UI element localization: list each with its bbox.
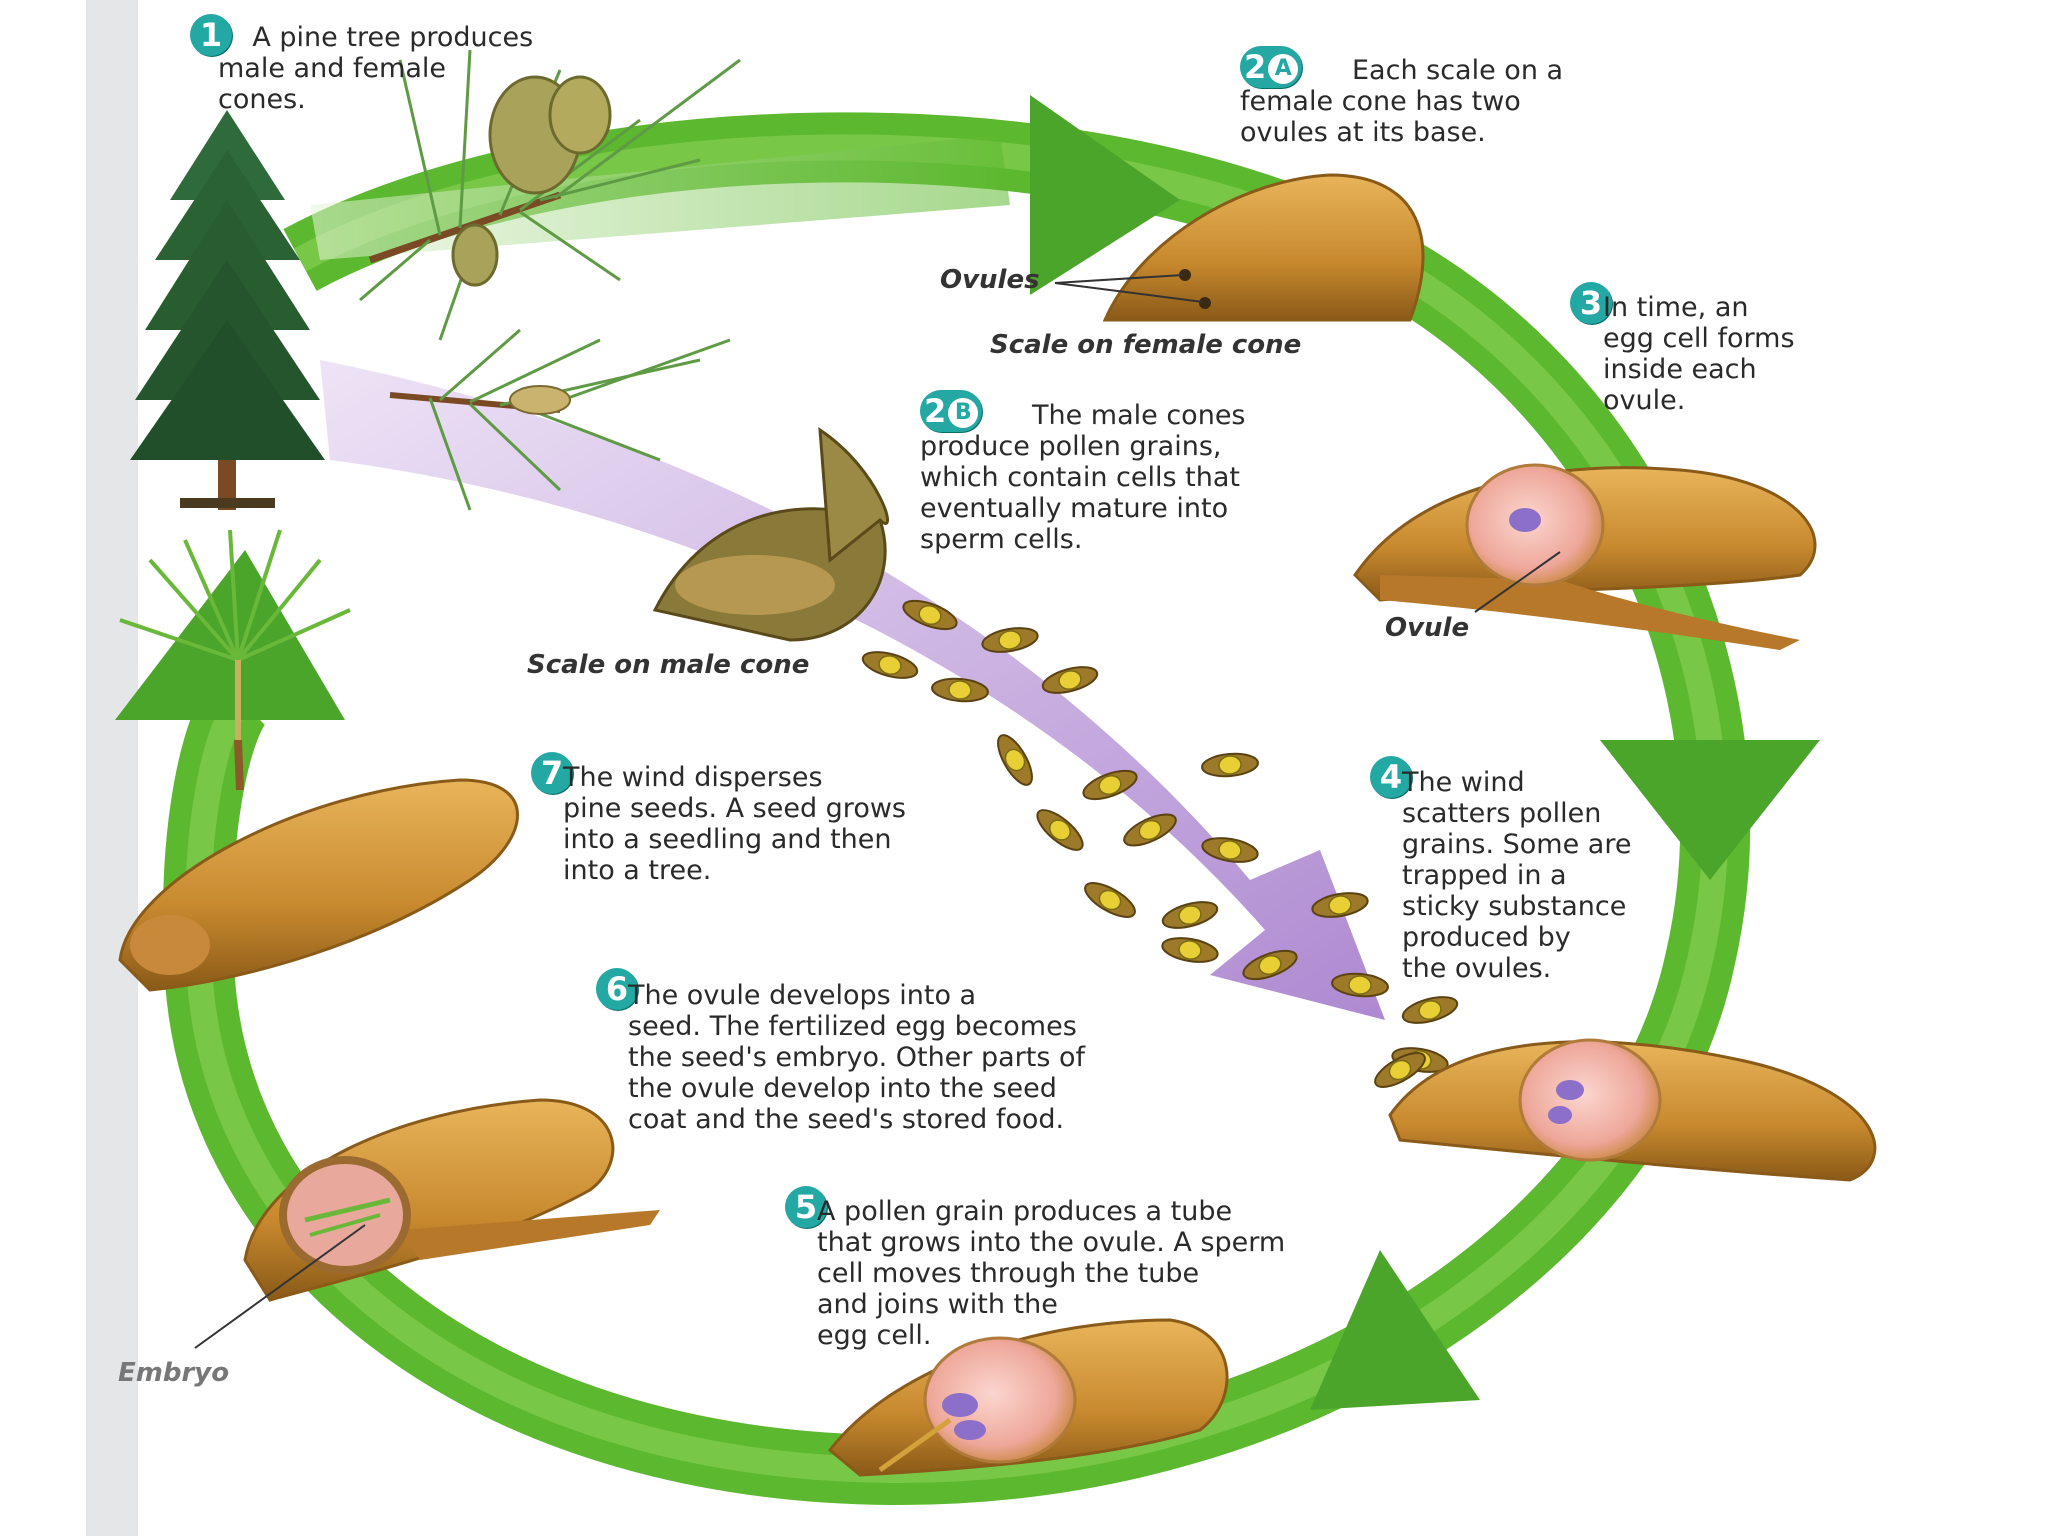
pollen-grain	[1041, 666, 1099, 694]
pollen-grain	[1036, 809, 1084, 851]
pollen-grain	[1331, 972, 1389, 998]
seedling	[119, 529, 351, 791]
pollen-grain	[931, 677, 989, 703]
label-ovule: Ovule	[1385, 613, 1470, 643]
pollen-grain	[1401, 996, 1459, 1024]
pollen-grains	[861, 599, 1459, 1088]
step-3-text: In time, an egg cell forms inside each o…	[1603, 292, 1795, 416]
pollen-grain	[981, 627, 1039, 653]
arrow-head-left	[115, 550, 345, 720]
pine-tree	[130, 110, 325, 510]
ovules-leader-1	[1054, 274, 1184, 284]
step-1-indent	[218, 22, 252, 53]
step-2a-text: Each scale on a female cone has two ovul…	[1240, 55, 1564, 148]
page-gutter-shadow	[86, 0, 138, 1536]
male-cone-scale	[652, 427, 889, 642]
step-1-text: A pine tree produces male and female con…	[218, 22, 534, 115]
label-female-scale: Scale on female cone	[990, 330, 1302, 360]
arrow-head-right	[1600, 740, 1820, 880]
step-1-badge: 1	[190, 14, 232, 56]
arrow-head-bottom	[1310, 1250, 1480, 1410]
step-4-text: The wind scatters pollen grains. Some ar…	[1402, 767, 1632, 984]
step-2b-text: The male cones produce pollen grains, wh…	[920, 400, 1246, 555]
pollen-grain	[1201, 752, 1259, 778]
scale-with-pollen-tube	[827, 1318, 1229, 1477]
step-3-badge: 3	[1570, 282, 1612, 324]
step-7-badge: 7	[531, 752, 573, 794]
female-cone-scale	[1102, 173, 1425, 322]
female-cone-branch	[359, 49, 741, 341]
scale-with-egg	[1353, 463, 1817, 650]
step-6-text: The ovule develops into a seed. The fert…	[628, 980, 1086, 1135]
pollen-grain	[1374, 1052, 1426, 1088]
arrow-head-top	[1030, 95, 1180, 295]
pollen-grain	[1161, 937, 1219, 963]
pollen-grain	[1161, 901, 1219, 929]
pollen-grain	[1082, 769, 1138, 801]
pollen-grain	[902, 599, 958, 631]
pollen-grain	[1123, 813, 1177, 847]
ovules-leader-2	[1054, 282, 1204, 303]
page-margin	[0, 0, 86, 1536]
step-4-badge: 4	[1370, 756, 1412, 798]
pollen-grain	[997, 734, 1033, 786]
pollen-grain	[1084, 882, 1136, 918]
pollen-grain	[1201, 837, 1259, 863]
male-cone-branch	[389, 328, 731, 511]
step-5-text: A pollen grain produces a tube that grow…	[817, 1196, 1286, 1351]
step-5-badge: 5	[785, 1186, 827, 1228]
step-6-badge: 6	[596, 968, 638, 1010]
scale-receiving-pollen	[1388, 1038, 1877, 1182]
ovule-leader	[1474, 551, 1561, 613]
pollen-grain	[861, 651, 919, 679]
label-embryo: Embryo	[118, 1358, 230, 1388]
winged-seed	[118, 778, 519, 992]
pollen-grain	[1242, 949, 1298, 981]
label-ovules: Ovules	[940, 265, 1040, 295]
seed-with-embryo	[243, 1098, 660, 1302]
step-7-text: The wind disperses pine seeds. A seed gr…	[563, 762, 906, 886]
label-male-scale: Scale on male cone	[527, 650, 810, 680]
pollen-grain	[1311, 892, 1369, 918]
embryo-leader	[194, 1224, 366, 1349]
